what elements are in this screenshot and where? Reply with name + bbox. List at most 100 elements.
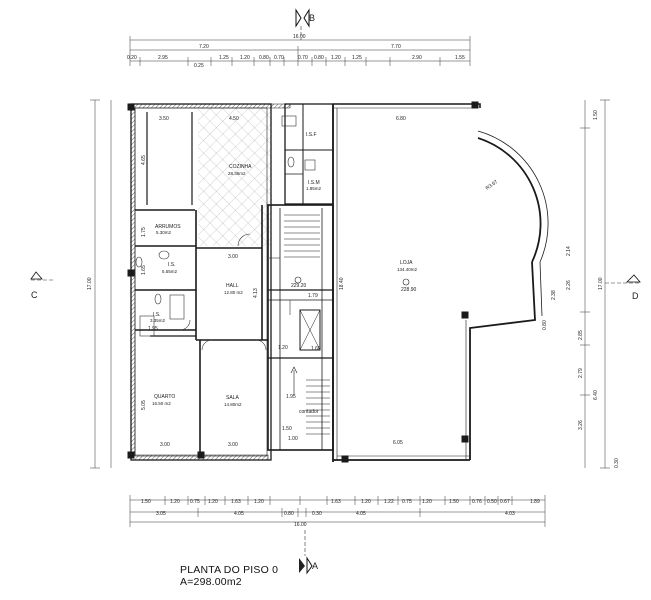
- bottom-dim-row2-4: 0.30: [312, 511, 322, 517]
- section-label-top: B: [309, 13, 315, 23]
- interior-dim-left-top: 3.50: [159, 116, 169, 122]
- section-label-bottom: A: [312, 561, 318, 571]
- bottom-dim-3: 0.75: [190, 499, 200, 505]
- left-dim-overall: 17.00: [87, 277, 93, 290]
- room-name-sala: SALA: [226, 395, 239, 401]
- bottom-dim-6: 1.20: [254, 499, 264, 505]
- right-dim-part-6: 2.85: [578, 330, 584, 340]
- bottom-dim-row2-6: 4.03: [505, 511, 515, 517]
- stair-dim-3: 1.95: [286, 394, 296, 400]
- top-dim-7: 0.70: [274, 55, 284, 61]
- level-marker-store: [402, 278, 410, 286]
- bottom-dim-15: 0.67: [500, 499, 510, 505]
- right-dim-part-10: 0.30: [614, 458, 620, 468]
- room-name-ism: I.S.M: [308, 180, 320, 186]
- room-name-is-1: I.S.: [168, 262, 176, 268]
- stair-dim-6: 1.00: [288, 436, 298, 442]
- bottom-dim-8: 1.20: [361, 499, 371, 505]
- interior-dim-store-width: 6.80: [396, 116, 406, 122]
- level-store: 228.90: [401, 287, 417, 293]
- bottom-dim-row2-3: 0.80: [284, 511, 294, 517]
- plan-caption: PLANTA DO PISO 0 A=298.00m2: [180, 564, 278, 588]
- right-dim-part-2: 2.14: [566, 246, 572, 256]
- bottom-dim-14: 0.50: [487, 499, 497, 505]
- interior-dim-store-bottom: 6.05: [393, 440, 403, 446]
- bottom-dim-12: 1.50: [449, 499, 459, 505]
- room-name-loja: LOJA: [400, 260, 413, 266]
- section-marker-top: B: [295, 8, 315, 40]
- bottom-dim-4: 1.20: [208, 499, 218, 505]
- room-area-is-2: 3.35m2: [150, 318, 166, 323]
- stair-dim-5: 1.50: [282, 426, 292, 432]
- stair-dim-1: 1.79: [308, 293, 318, 299]
- room-area-quarto: 16.50 m2: [152, 401, 171, 406]
- interior-dim-hall-height: 4.13: [253, 288, 259, 298]
- stair-dim-4: 1.20: [278, 345, 288, 351]
- top-dimension-lines: [129, 36, 471, 66]
- interior-dim-kitchen-width: 4.50: [229, 116, 239, 122]
- room-area-loja: 134.40m2: [397, 267, 418, 272]
- plan-total-area: A=298.00m2: [180, 576, 242, 588]
- top-dim-right-half: 7.70: [391, 44, 401, 50]
- room-name-quarto: QUARTO: [154, 394, 175, 400]
- top-dim-1: 0.20: [127, 55, 137, 61]
- top-dim-10: 1.20: [331, 55, 341, 61]
- bottom-dim-5: 1.63: [231, 499, 241, 505]
- bottom-dim-2: 1.20: [170, 499, 180, 505]
- right-dim-overall: 17.00: [598, 277, 604, 290]
- room-sala: SALA 14.80m2: [224, 395, 242, 407]
- room-name-cozinha: COZINHA: [229, 164, 252, 170]
- left-dim-part-2: 1.75: [141, 227, 147, 237]
- right-dim-part-8: 6.40: [593, 390, 599, 400]
- right-dim-part-4: 2.26: [566, 280, 572, 290]
- top-dim-12: 2.90: [412, 55, 422, 61]
- section-label-left: C: [31, 290, 38, 300]
- building-walls: [127, 101, 549, 463]
- top-dim-6: 0.80: [259, 55, 269, 61]
- bottom-dim-13: 0.76: [472, 499, 482, 505]
- right-dim-part-1: 1.50: [593, 110, 599, 120]
- right-dimension-line: [580, 99, 610, 469]
- bottom-dim-row2-1: 3.05: [156, 511, 166, 517]
- interior-dim-sala-width: 3.00: [228, 442, 238, 448]
- bottom-dim-1: 1.50: [141, 499, 151, 505]
- bottom-dim-10: 0.75: [402, 499, 412, 505]
- room-area-cozinha: 28.35m2: [228, 171, 246, 176]
- section-marker-left: C: [30, 271, 55, 300]
- room-hall: HALL 12.80 m2: [224, 283, 243, 295]
- fixtures: [135, 115, 316, 351]
- top-dim-overall: 16.00: [293, 34, 306, 40]
- bottom-dimension-lines: [129, 495, 546, 527]
- top-dim-13: 1.55: [455, 55, 465, 61]
- section-marker-right: D: [605, 274, 641, 301]
- label-contador: contador: [299, 409, 319, 415]
- interior-dim-arc-radius: R3.67: [485, 179, 500, 192]
- bottom-dim-9: 1.22: [384, 499, 394, 505]
- interior-dim-hall-width: 3.00: [228, 254, 238, 260]
- room-name-hall: HALL: [226, 283, 239, 289]
- right-dim-part-7: 2.79: [578, 368, 584, 378]
- room-is-1: I.S. 5.55m2: [162, 262, 178, 274]
- room-kitchen: COZINHA 28.35m2: [228, 164, 252, 176]
- room-area-is-1: 5.55m2: [162, 269, 178, 274]
- interior-dim-quarto-width: 3.00: [160, 442, 170, 448]
- left-dim-part-5: 5.05: [141, 400, 147, 410]
- bottom-dim-11: 1.20: [422, 499, 432, 505]
- top-dim-8: 0.70: [298, 55, 308, 61]
- top-dim-left-half: 7.20: [199, 44, 209, 50]
- right-dim-part-3: 2.38: [551, 290, 557, 300]
- bottom-dim-overall: 16.00: [294, 522, 307, 528]
- bottom-dim-7: 1.63: [331, 499, 341, 505]
- room-name-isf: I.S.F: [306, 132, 317, 138]
- top-dim-5: 1.20: [240, 55, 250, 61]
- top-dim-9: 0.80: [314, 55, 324, 61]
- section-label-right: D: [632, 291, 639, 301]
- room-area-arrumos: 5.30m2: [156, 230, 172, 235]
- interior-dim-store-height: 18.40: [339, 277, 345, 290]
- left-dim-part-3: 1.65: [141, 265, 147, 275]
- left-dim-part-1: 4.65: [141, 155, 147, 165]
- right-dim-part-9: 3.26: [578, 420, 584, 430]
- left-dim-part-4: 1.95: [148, 326, 158, 332]
- right-dim-part-5: 0.80: [542, 320, 548, 330]
